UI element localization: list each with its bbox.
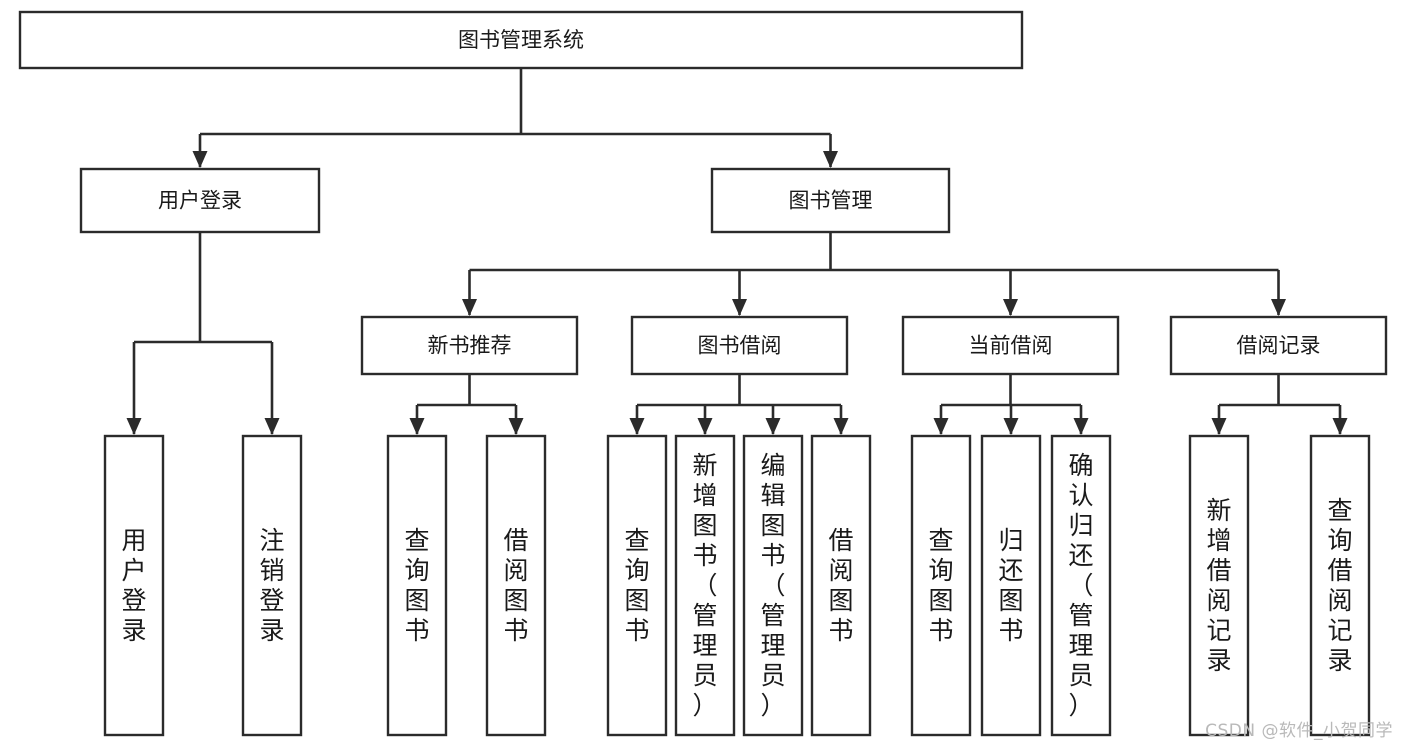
node-leaf-user-login[interactable]: 用户登录 bbox=[103, 434, 165, 737]
arrow-head-icon bbox=[508, 418, 524, 435]
node-leaf-edit-book[interactable]: 编辑图书（管理员） bbox=[742, 434, 804, 737]
arrow-head-icon bbox=[732, 299, 747, 316]
node-new-book-recommend-box[interactable] bbox=[360, 315, 579, 376]
node-book-management[interactable]: 图书管理 bbox=[710, 167, 951, 234]
arrow-head-icon bbox=[823, 151, 838, 168]
node-book-borrow-box[interactable] bbox=[630, 315, 849, 376]
node-leaf-add-book-label: 新增图书（管理员） bbox=[692, 451, 717, 720]
node-current-borrow-box[interactable] bbox=[901, 315, 1120, 376]
arrow-head-icon bbox=[1003, 299, 1018, 316]
arrow-head-icon bbox=[409, 418, 425, 435]
arrow-head-icon bbox=[462, 299, 477, 316]
node-leaf-query-book-1-box[interactable] bbox=[386, 434, 448, 737]
node-current-borrow-label: 当前借阅 bbox=[969, 334, 1053, 358]
node-new-book-recommend-label: 新书推荐 bbox=[428, 334, 512, 358]
node-leaf-query-book-1[interactable]: 查询图书 bbox=[386, 434, 448, 737]
node-leaf-user-login-box[interactable] bbox=[103, 434, 165, 737]
node-leaf-query-record[interactable]: 查询借阅记录 bbox=[1309, 434, 1371, 737]
node-borrow-record-label: 借阅记录 bbox=[1237, 334, 1321, 358]
node-leaf-edit-book-label: 编辑图书（管理员） bbox=[760, 451, 785, 720]
node-leaf-query-record-label: 查询借阅记录 bbox=[1327, 496, 1352, 675]
arrow-head-icon bbox=[1073, 418, 1089, 435]
node-root-label: 图书管理系统 bbox=[458, 28, 584, 52]
node-leaf-query-book-2-label: 查询图书 bbox=[624, 526, 649, 645]
node-leaf-add-record-label: 新增借阅记录 bbox=[1206, 496, 1231, 675]
node-leaf-add-record-box[interactable] bbox=[1188, 434, 1250, 737]
node-leaf-borrow-book-1-box[interactable] bbox=[485, 434, 547, 737]
arrow-head-icon bbox=[1211, 418, 1227, 435]
arrow-head-icon bbox=[1271, 299, 1286, 316]
arrow-head-icon bbox=[697, 418, 713, 435]
arrow-head-icon bbox=[1332, 418, 1348, 435]
node-user-login-box[interactable] bbox=[79, 167, 321, 234]
node-leaf-add-record[interactable]: 新增借阅记录 bbox=[1188, 434, 1250, 737]
node-borrow-record[interactable]: 借阅记录 bbox=[1169, 315, 1388, 376]
node-leaf-query-book-3[interactable]: 查询图书 bbox=[910, 434, 972, 737]
arrow-head-icon bbox=[629, 418, 645, 435]
node-leaf-borrow-book-2[interactable]: 借阅图书 bbox=[810, 434, 872, 737]
node-leaf-return-book-label: 归还图书 bbox=[998, 526, 1023, 645]
node-leaf-query-book-3-label: 查询图书 bbox=[928, 526, 953, 645]
node-borrow-record-box[interactable] bbox=[1169, 315, 1388, 376]
node-leaf-user-login-label: 用户登录 bbox=[121, 526, 146, 645]
node-leaf-borrow-book-2-box[interactable] bbox=[810, 434, 872, 737]
arrow-head-icon bbox=[765, 418, 781, 435]
arrow-head-icon bbox=[1003, 418, 1019, 435]
arrow-head-icon bbox=[933, 418, 949, 435]
node-user-login[interactable]: 用户登录 bbox=[79, 167, 321, 234]
node-new-book-recommend[interactable]: 新书推荐 bbox=[360, 315, 579, 376]
watermark-text: CSDN @软件_小贺同学 bbox=[1205, 721, 1393, 741]
arrow-head-icon bbox=[126, 418, 142, 435]
node-leaf-return-book[interactable]: 归还图书 bbox=[980, 434, 1042, 737]
node-leaf-query-book-2-box[interactable] bbox=[606, 434, 668, 737]
node-leaf-add-book-box[interactable] bbox=[674, 434, 736, 737]
node-leaf-borrow-book-1-label: 借阅图书 bbox=[503, 526, 528, 645]
node-leaf-return-book-box[interactable] bbox=[980, 434, 1042, 737]
node-leaf-borrow-book-2-label: 借阅图书 bbox=[828, 526, 853, 645]
node-leaf-confirm-return-box[interactable] bbox=[1050, 434, 1112, 737]
arrow-head-icon bbox=[264, 418, 280, 435]
node-leaf-query-book-2[interactable]: 查询图书 bbox=[606, 434, 668, 737]
node-root-box[interactable] bbox=[18, 10, 1024, 70]
node-book-borrow-label: 图书借阅 bbox=[698, 334, 782, 358]
node-leaf-user-logout-box[interactable] bbox=[241, 434, 303, 737]
node-leaf-borrow-book-1[interactable]: 借阅图书 bbox=[485, 434, 547, 737]
node-leaf-add-book[interactable]: 新增图书（管理员） bbox=[674, 434, 736, 737]
node-book-management-label: 图书管理 bbox=[789, 189, 873, 213]
arrow-head-icon bbox=[192, 151, 208, 168]
node-current-borrow[interactable]: 当前借阅 bbox=[901, 315, 1120, 376]
node-leaf-edit-book-box[interactable] bbox=[742, 434, 804, 737]
node-leaf-user-logout-label: 注销登录 bbox=[259, 526, 284, 645]
node-leaf-query-record-box[interactable] bbox=[1309, 434, 1371, 737]
node-book-borrow[interactable]: 图书借阅 bbox=[630, 315, 849, 376]
node-leaf-confirm-return[interactable]: 确认归还（管理员） bbox=[1050, 434, 1112, 737]
connector-layer bbox=[126, 68, 1348, 435]
node-user-login-label: 用户登录 bbox=[158, 189, 242, 213]
node-layer: 图书管理系统用户登录图书管理新书推荐图书借阅当前借阅借阅记录用户登录注销登录查询… bbox=[18, 10, 1388, 737]
node-leaf-confirm-return-label: 确认归还（管理员） bbox=[1068, 451, 1093, 720]
arrow-head-icon bbox=[833, 418, 849, 435]
node-leaf-query-book-1-label: 查询图书 bbox=[404, 526, 429, 645]
node-book-management-box[interactable] bbox=[710, 167, 951, 234]
node-leaf-query-book-3-box[interactable] bbox=[910, 434, 972, 737]
node-leaf-user-logout[interactable]: 注销登录 bbox=[241, 434, 303, 737]
node-root[interactable]: 图书管理系统 bbox=[18, 10, 1024, 70]
